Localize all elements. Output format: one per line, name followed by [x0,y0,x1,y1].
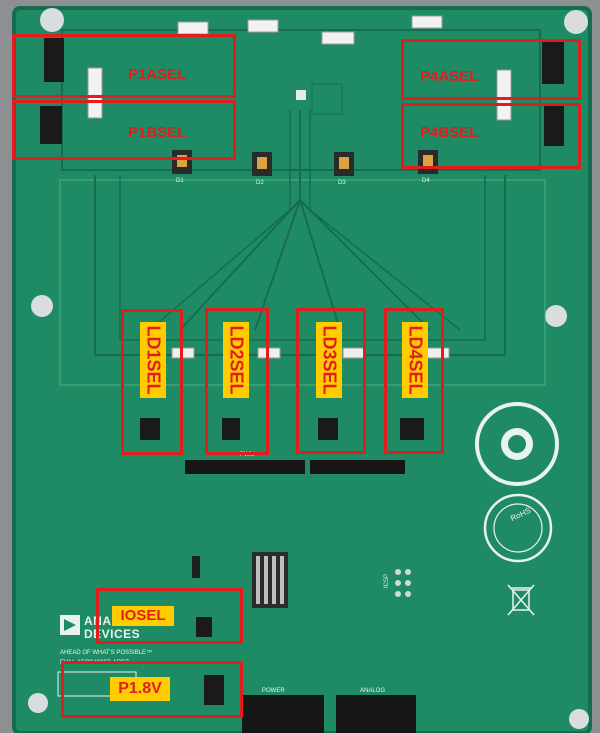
ld1sel-highlight-box [121,309,183,455]
power-header-label: POWER [262,688,285,694]
p4bsel-label: P4BSEL [420,124,479,141]
p1asel-highlight-box [12,34,236,98]
p1bsel-highlight-box [12,100,236,160]
ld2sel-highlight-box [205,308,269,455]
iosel-label: IOSEL [112,606,174,626]
p4asel-highlight-box [401,39,581,100]
analog-header-label: ANALOG [360,688,386,694]
ld4sel-highlight-box [384,308,444,454]
ld3sel-tag: LD3SEL [316,322,342,398]
p1asel-label: P1ASEL [128,66,187,83]
ld2sel-tag: LD2SEL [223,322,249,398]
brand-tagline: AHEAD OF WHAT'S POSSIBLE™ [60,650,153,656]
ld2sel-label: LD2SEL [226,325,247,395]
ld3sel-highlight-box [296,308,366,454]
ld3sel-label: LD3SEL [319,325,340,395]
pwm-header-label: PWM [240,452,255,458]
ld4sel-tag: LD4SEL [402,322,428,398]
p18v-label: P1.8V [110,677,170,701]
photodiode-d1-label: D1 [176,178,184,184]
ld1sel-tag: LD1SEL [140,322,166,398]
p1bsel-label: P1BSEL [128,124,187,141]
ld4sel-label: LD4SEL [405,325,426,395]
p4asel-label: P4ASEL [420,68,479,85]
photodiode-d3-label: D3 [338,180,346,186]
icsp-label: ICSP [384,573,391,589]
photodiode-d2-label: D2 [256,180,264,186]
ld1sel-label: LD1SEL [143,325,164,395]
photodiode-d4-label: D4 [422,178,430,184]
p4bsel-highlight-box [401,103,581,169]
iosel-highlight-box [96,588,243,644]
p18v-highlight-box [61,661,243,718]
